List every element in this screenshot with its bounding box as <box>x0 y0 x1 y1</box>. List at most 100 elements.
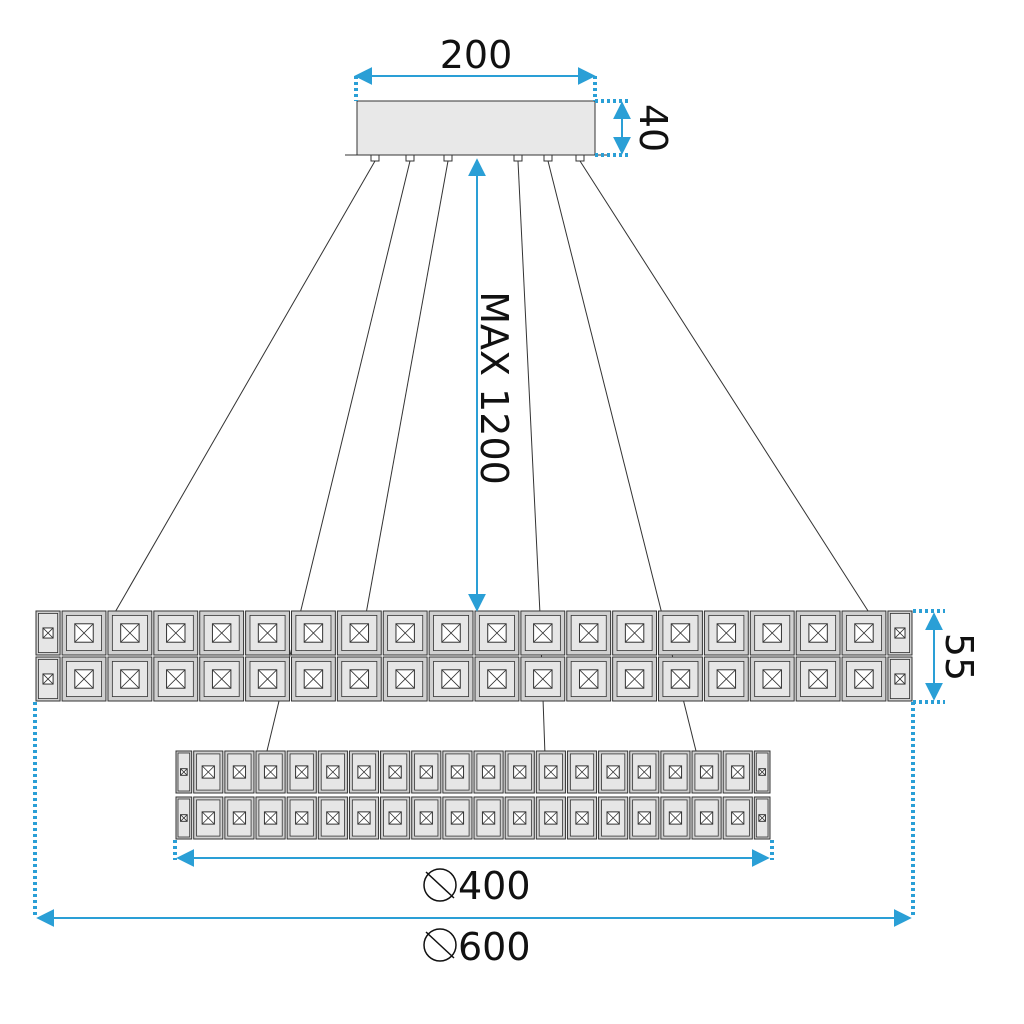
crystal-tile <box>504 796 535 840</box>
crystal-tile <box>107 656 153 702</box>
crystal-tile <box>382 656 428 702</box>
crystal-tile <box>660 750 691 794</box>
crystal-tile <box>473 796 504 840</box>
crystal-tile <box>566 656 612 702</box>
crystal-tile <box>61 610 107 656</box>
crystal-tile <box>795 656 841 702</box>
dimension-lines <box>33 67 945 927</box>
crystal-tile <box>474 610 520 656</box>
crystal-tile <box>612 656 658 702</box>
crystal-tile <box>380 796 411 840</box>
crystal-tile <box>566 750 598 794</box>
crystal-tile <box>411 796 442 840</box>
wire <box>113 160 376 615</box>
crystal-tile <box>566 610 612 656</box>
crystal-tile <box>691 796 722 840</box>
ceiling-canopy <box>345 100 610 162</box>
crystal-tile <box>175 796 193 840</box>
inner-diameter-group: 400 <box>423 864 531 908</box>
crystal-tile <box>504 750 535 794</box>
crystal-tile <box>286 796 317 840</box>
crystal-tile <box>35 656 61 702</box>
crystal-tile <box>317 796 348 840</box>
crystal-tile <box>629 796 660 840</box>
crystal-tile <box>887 656 913 702</box>
crystal-tile <box>566 796 598 840</box>
wire <box>547 160 663 615</box>
crystal-tile <box>629 750 660 794</box>
crystal-tile <box>598 796 629 840</box>
crystal-tile <box>658 610 703 656</box>
crystal-tile <box>841 656 887 702</box>
crystal-tile <box>703 656 749 702</box>
wire <box>579 160 871 615</box>
crystal-tile <box>153 610 199 656</box>
crystal-tile <box>474 656 520 702</box>
hook <box>370 154 380 162</box>
crystal-tile <box>175 750 193 794</box>
crystal-tile <box>199 656 245 702</box>
ring-height-label: 55 <box>937 633 981 681</box>
diameter-icon <box>423 868 457 902</box>
crystal-tile <box>795 610 841 656</box>
hook <box>543 154 553 162</box>
canopy-hooks <box>370 154 585 162</box>
hook <box>513 154 523 162</box>
crystal-tile <box>753 750 771 794</box>
crystal-tile <box>193 750 224 794</box>
crystal-tile <box>255 750 286 794</box>
crystal-tile <box>107 610 153 656</box>
crystal-tile <box>535 796 566 840</box>
crystal-tile <box>61 656 107 702</box>
diameter-icon <box>423 928 457 962</box>
crystal-tile <box>35 610 61 656</box>
crystal-tile <box>382 610 428 656</box>
crystal-tile <box>749 656 795 702</box>
crystal-tile <box>442 750 473 794</box>
crystal-tile <box>290 610 336 656</box>
crystal-tile <box>245 610 290 656</box>
crystal-tile <box>428 656 474 702</box>
crystal-tile <box>473 750 504 794</box>
hook <box>443 154 453 162</box>
canopy-height-label: 40 <box>631 104 675 152</box>
crystal-tile <box>428 610 474 656</box>
crystal-tile <box>520 610 566 656</box>
crystal-tile <box>658 656 703 702</box>
inner-ring <box>175 750 771 840</box>
crystal-tile <box>722 796 753 840</box>
crystal-tile <box>199 610 245 656</box>
crystal-tile <box>598 750 629 794</box>
crystal-tile <box>336 610 382 656</box>
wire <box>517 160 541 615</box>
crystal-tile <box>691 750 722 794</box>
crystal-tile <box>703 610 749 656</box>
crystal-tile <box>442 796 473 840</box>
crystal-tile <box>290 656 336 702</box>
hook <box>575 154 585 162</box>
wire <box>299 160 411 615</box>
canopy-width-label: 200 <box>440 33 513 77</box>
wire <box>365 160 449 615</box>
crystal-tile <box>722 750 753 794</box>
crystal-tile <box>887 610 913 656</box>
crystal-tile <box>520 656 566 702</box>
crystal-tile <box>753 796 771 840</box>
crystal-tile <box>286 750 317 794</box>
crystal-tile <box>660 796 691 840</box>
crystal-tile <box>153 656 199 702</box>
crystal-tile <box>224 750 255 794</box>
crystal-tile <box>245 656 290 702</box>
outer-ring <box>35 610 913 702</box>
inner-diameter-label: 400 <box>458 864 531 908</box>
outer-diameter-group: 600 <box>423 925 531 969</box>
crystal-tile <box>193 796 224 840</box>
crystal-tile <box>612 610 658 656</box>
crystal-tile <box>348 796 380 840</box>
crystal-tile <box>841 610 887 656</box>
crystal-tile <box>336 656 382 702</box>
crystal-tile <box>224 796 255 840</box>
outer-diameter-label: 600 <box>458 925 531 969</box>
crystal-tile <box>749 610 795 656</box>
